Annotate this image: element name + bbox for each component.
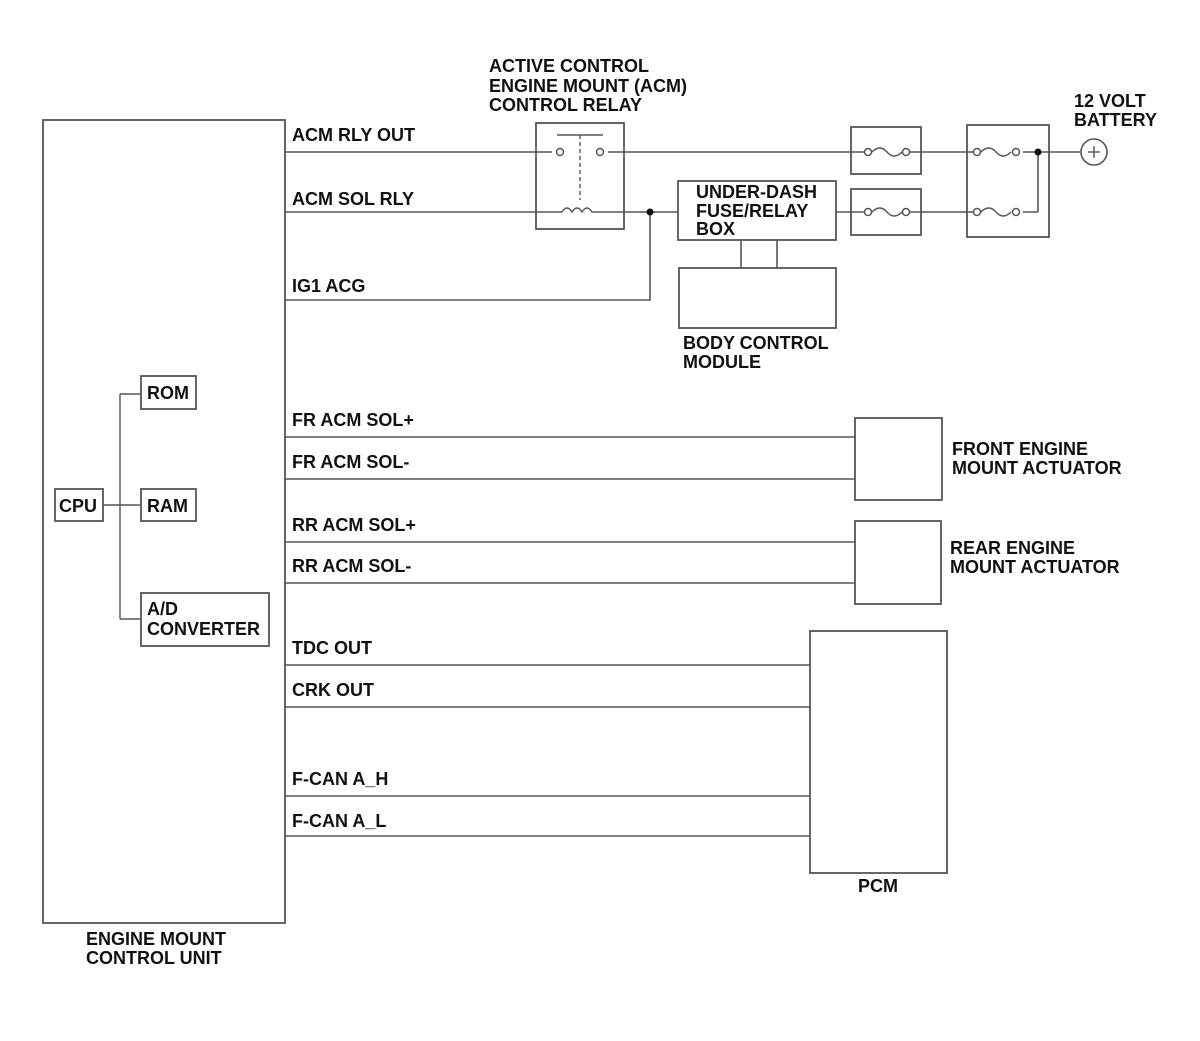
fuse-icon — [863, 144, 911, 160]
wires — [285, 151, 1080, 837]
fusebox-box — [677, 180, 837, 241]
signal-tdc-out: TDC OUT — [292, 638, 372, 658]
coil-icon — [561, 203, 598, 219]
signal-labels: ACM RLY OUT ACM SOL RLY IG1 ACG FR ACM S… — [292, 125, 416, 831]
battery-label-line2: BATTERY — [1074, 110, 1157, 130]
fuse-box-small — [850, 126, 922, 236]
relay-box — [535, 122, 625, 230]
plus-circle-icon — [1080, 138, 1108, 166]
under-dash-fuse-relay-box: UNDER-DASH FUSE/RELAY BOX — [677, 180, 837, 241]
front-engine-mount-actuator: FRONT ENGINE MOUNT ACTUATOR — [854, 417, 1122, 501]
adc-block — [140, 592, 270, 647]
fuse-holder-2 — [850, 188, 922, 236]
rear-actuator-label-line2: MOUNT ACTUATOR — [950, 557, 1120, 577]
fuse-icon — [972, 144, 1023, 160]
wire-ig1-acg — [285, 212, 651, 301]
switch-contact-icon — [552, 134, 608, 200]
fusebox-label-line2: FUSE/RELAY — [696, 201, 808, 221]
fuse-holder — [850, 126, 922, 175]
battery-fuse-holder — [966, 124, 1050, 238]
ecu-label-line1: ENGINE MOUNT — [86, 929, 226, 949]
rear-actuator-box — [854, 520, 942, 605]
rom-label: ROM — [147, 383, 189, 403]
signal-fr-acm-sol-minus: FR ACM SOL- — [292, 452, 409, 472]
signal-rr-acm-sol-plus: RR ACM SOL+ — [292, 515, 416, 535]
ecu-label-line2: CONTROL UNIT — [86, 948, 222, 968]
front-actuator-box — [854, 417, 943, 501]
relay-label-line1: ACTIVE CONTROL — [489, 56, 649, 76]
signal-ig1-acg: IG1 ACG — [292, 276, 365, 296]
bcm-label-line2: MODULE — [683, 352, 761, 372]
pcm-label: PCM — [858, 876, 898, 896]
rear-actuator-label-line1: REAR ENGINE — [950, 538, 1075, 558]
acm-control-relay: ACTIVE CONTROL ENGINE MOUNT (ACM) CONTRO… — [489, 56, 687, 230]
front-actuator-label-line1: FRONT ENGINE — [952, 439, 1088, 459]
junction-dot-ig1 — [646, 208, 654, 216]
signal-fcan-l: F-CAN A_L — [292, 811, 386, 831]
fusebox-label-line1: UNDER-DASH — [696, 182, 817, 202]
cpu-label: CPU — [59, 496, 97, 516]
battery-fuse-box — [966, 124, 1050, 238]
fusebox-label-line3: BOX — [696, 219, 735, 239]
pcm-box — [809, 630, 948, 874]
junction-dot-battery — [1034, 148, 1042, 156]
signal-fcan-h: F-CAN A_H — [292, 769, 388, 789]
pcm: PCM — [809, 630, 948, 896]
front-actuator-label-line2: MOUNT ACTUATOR — [952, 458, 1122, 478]
battery: 12 VOLT BATTERY — [1074, 91, 1157, 166]
relay-label-line3: CONTROL RELAY — [489, 95, 642, 115]
cpu-block — [54, 488, 104, 522]
adc-label-line1: A/D — [147, 599, 178, 619]
relay-label-line2: ENGINE MOUNT (ACM) — [489, 76, 687, 96]
signal-fr-acm-sol-plus: FR ACM SOL+ — [292, 410, 414, 430]
signal-acm-sol-rly: ACM SOL RLY — [292, 189, 414, 209]
ram-label: RAM — [147, 496, 188, 516]
signal-rr-acm-sol-minus: RR ACM SOL- — [292, 556, 411, 576]
signal-crk-out: CRK OUT — [292, 680, 374, 700]
signal-acm-rly-out: ACM RLY OUT — [292, 125, 415, 145]
fuse-icon — [863, 204, 911, 220]
engine-mount-control-unit: ENGINE MOUNT CONTROL UNIT CPU ROM RAM A/… — [42, 119, 286, 968]
battery-label-line1: 12 VOLT — [1074, 91, 1146, 111]
bcm-box — [678, 267, 837, 329]
fuse-icon — [972, 204, 1023, 220]
bcm-label-line1: BODY CONTROL — [683, 333, 829, 353]
rear-engine-mount-actuator: REAR ENGINE MOUNT ACTUATOR — [854, 520, 1120, 605]
ram-block — [140, 488, 197, 522]
body-control-module: BODY CONTROL MODULE — [678, 267, 837, 372]
rom-block — [140, 375, 197, 410]
adc-label-line2: CONVERTER — [147, 619, 260, 639]
